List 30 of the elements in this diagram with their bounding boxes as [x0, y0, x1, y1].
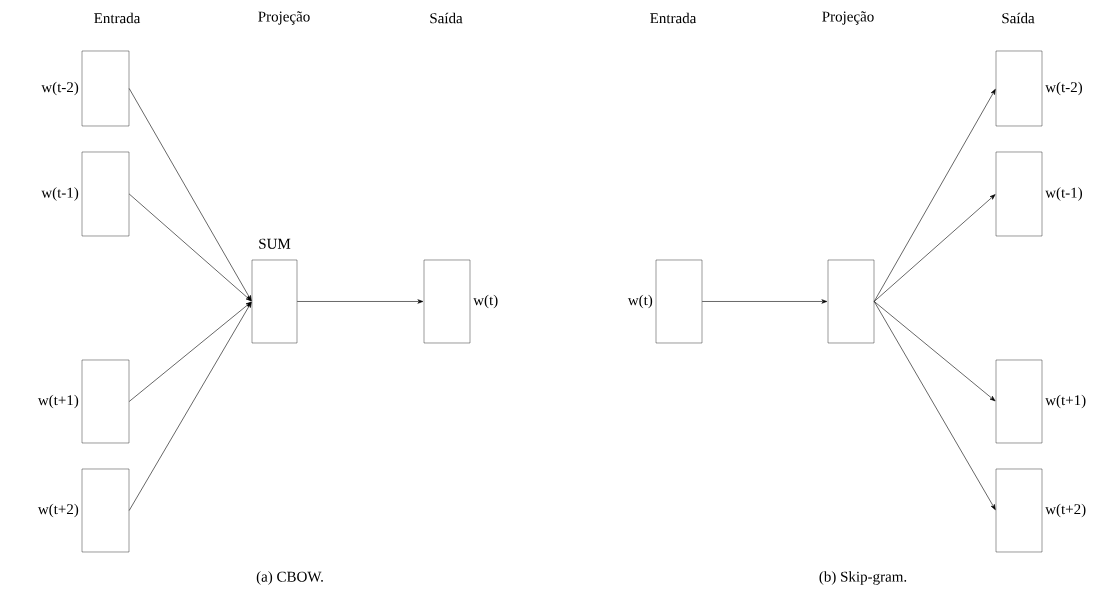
- arrow: [873, 88, 996, 302]
- node-label: w(t): [627, 294, 653, 309]
- node-label: w(t+2): [37, 503, 79, 518]
- column-heading: Entrada: [650, 12, 697, 24]
- column-heading: Saída: [430, 12, 463, 24]
- node-label: w(t+2): [1045, 503, 1086, 518]
- caption: (a) CBOW.: [256, 571, 323, 585]
- arrow: [873, 301, 996, 402]
- column-heading: Saída: [1002, 12, 1035, 24]
- arrow: [296, 299, 424, 304]
- node-label: w(t+1): [1045, 394, 1086, 409]
- node-label: w(t-2): [41, 81, 79, 96]
- arrow: [873, 194, 996, 302]
- node-label: w(t-2): [1045, 81, 1082, 96]
- node-label: SUM: [259, 238, 291, 249]
- arrow: [128, 301, 252, 402]
- arrow: [128, 88, 252, 301]
- node-label: w(t+1): [37, 394, 79, 409]
- column-heading: Projeção: [822, 11, 874, 25]
- node-label: w(t-1): [41, 187, 79, 201]
- arrow: [701, 299, 828, 304]
- arrow: [128, 193, 252, 302]
- caption: (b) Skip-gram.: [819, 571, 907, 585]
- arrow: [873, 301, 996, 511]
- box: [827, 259, 875, 344]
- node-label: w(t): [473, 294, 498, 309]
- column-heading: Entrada: [94, 12, 141, 24]
- node-label: w(t-1): [1045, 187, 1082, 201]
- arrow: [128, 301, 252, 511]
- column-heading: Projeção: [258, 11, 310, 25]
